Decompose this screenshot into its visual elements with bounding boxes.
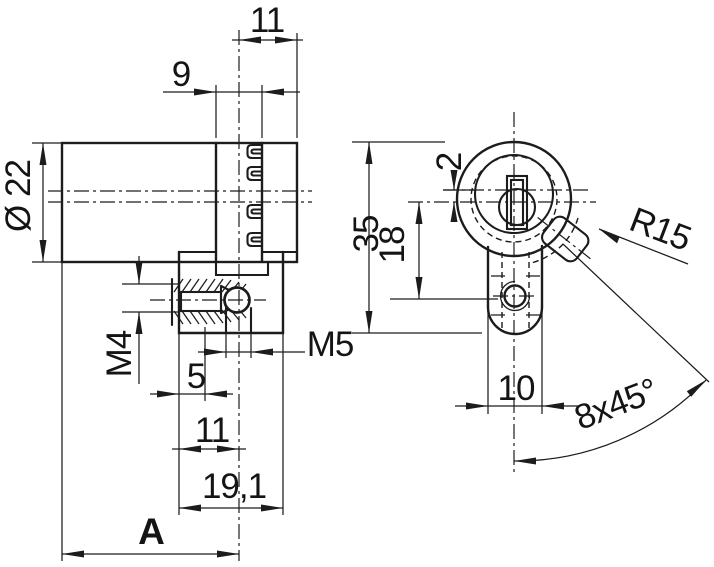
dim-tab-width-label: 10 [498, 369, 535, 408]
side-view-dimensions: Ø 22 11 9 M4 M5 5 11 19,1 [0, 1, 354, 561]
dim-overall-length-label: A [138, 511, 164, 552]
dim-rear-section-label: 9 [172, 55, 190, 94]
pin-teeth [246, 143, 264, 248]
keyhole-circle [497, 187, 537, 227]
dim-cam-radius-label: R15 [625, 200, 696, 258]
dim-total-height-label: 35 [347, 216, 386, 253]
dim-cam-width-label: 11 [250, 1, 284, 40]
dim-block-width-label: 19,1 [202, 467, 266, 506]
screw-shank [179, 290, 223, 313]
plug-face-circle [473, 153, 555, 235]
cam-swing-dashed-arc [530, 217, 579, 264]
tab-thread-arc [499, 280, 531, 312]
dim-set-screw-label: M4 [100, 330, 139, 377]
dim-ball-thread-label: M5 [307, 325, 354, 364]
dim-hole-distance-label: 18 [373, 227, 412, 264]
dim-block-to-center-label: 11 [195, 411, 229, 450]
dim-core-offset-label: 2 [430, 153, 469, 171]
dim-body-diameter-label: Ø 22 [0, 160, 38, 232]
front-view [408, 112, 596, 472]
mounting-block-outline [177, 250, 285, 335]
dim-screw-offset-label: 5 [187, 357, 205, 396]
set-screw-section [170, 277, 253, 335]
dim-positions-angle-label: 8x45° [569, 371, 662, 438]
side-view [48, 30, 312, 561]
cam-nose [537, 215, 592, 263]
plug-step-outline [214, 260, 270, 277]
fixing-tab [486, 244, 544, 336]
cam-nose-axis [537, 216, 592, 260]
